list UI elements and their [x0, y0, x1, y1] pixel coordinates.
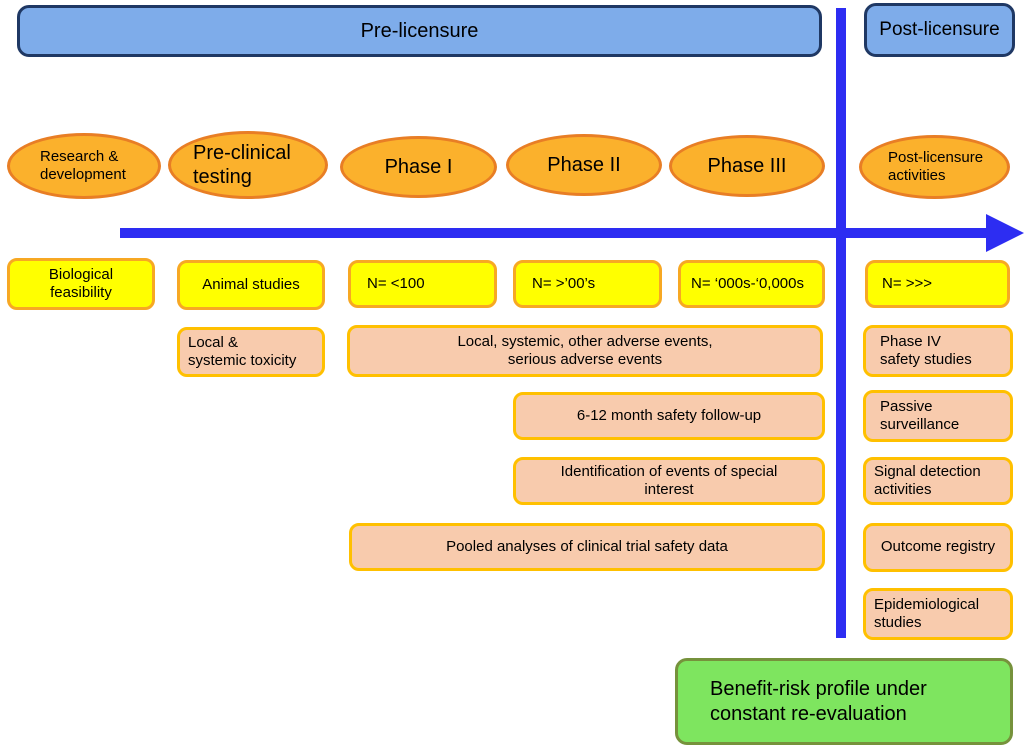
benefit-risk-summary-box: Benefit-risk profile under constant re-e… [675, 658, 1013, 745]
activity-box-epidemiological-studies: Epidemiological studies [863, 588, 1013, 640]
stage-oval-phase-1: Phase I [340, 136, 497, 198]
sample-box-post-licensure-n: N= >>> [865, 260, 1010, 308]
activity-box-passive-surveillance: Passive surveillance [863, 390, 1013, 442]
stage-oval-research-development: Research & development [7, 133, 161, 199]
activity-box-signal-detection: Signal detection activities [863, 457, 1013, 505]
activity-box-events-special-interest: Identification of events of special inte… [513, 457, 825, 505]
stage-oval-post-licensure-activities: Post-licensure activities [859, 135, 1010, 199]
activity-box-outcome-registry: Outcome registry [863, 523, 1013, 572]
activity-box-local-systemic-toxicity: Local & systemic toxicity [177, 327, 325, 377]
sample-box-biological-feasibility: Biological feasibility [7, 258, 155, 310]
activity-box-safety-followup: 6-12 month safety follow-up [513, 392, 825, 440]
stage-oval-preclinical-testing: Pre-clinical testing [168, 131, 328, 199]
sample-box-animal-studies: Animal studies [177, 260, 325, 310]
activity-box-pooled-analyses: Pooled analyses of clinical trial safety… [349, 523, 825, 571]
stage-oval-phase-2: Phase II [506, 134, 662, 196]
pre-post-divider-line [836, 8, 846, 638]
timeline-arrowhead-icon [986, 214, 1024, 252]
activity-box-adverse-events: Local, systemic, other adverse events, s… [347, 325, 823, 377]
stage-oval-phase-3: Phase III [669, 135, 825, 197]
timeline-axis [120, 228, 988, 238]
activity-box-phase4-safety-studies: Phase IV safety studies [863, 325, 1013, 377]
sample-box-phase1-n: N= <100 [348, 260, 497, 308]
pre-licensure-banner: Pre-licensure [17, 5, 822, 57]
sample-box-phase3-n: N= ‘000s-‘0,000s [678, 260, 825, 308]
sample-box-phase2-n: N= >’00’s [513, 260, 662, 308]
post-licensure-banner: Post-licensure [864, 3, 1015, 57]
